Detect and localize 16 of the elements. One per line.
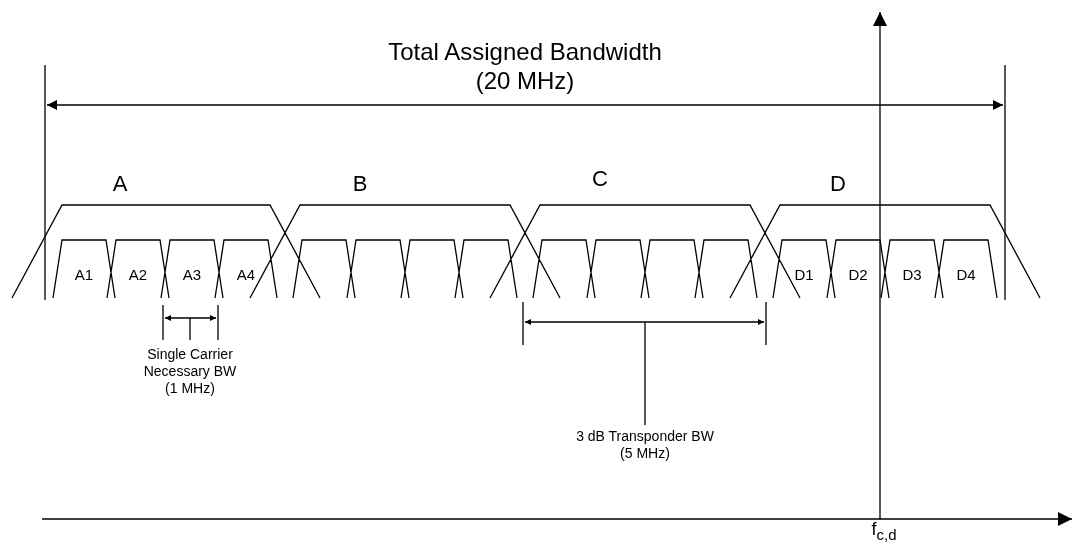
band-label: D [830, 171, 846, 198]
dimension-label: Single Carrier Necessary BW (1 MHz) [142, 346, 238, 397]
carrier-label: D1 [794, 266, 814, 284]
dimension-label: Total Assigned Bandwidth (20 MHz) [387, 38, 663, 96]
carrier-label: D2 [848, 266, 868, 284]
carrier-label: A1 [74, 266, 94, 284]
carrier-label: D3 [902, 266, 922, 284]
carrier-label: A3 [182, 266, 202, 284]
band-label: B [352, 171, 368, 198]
carrier-label: D4 [956, 266, 976, 284]
band-label: A [112, 171, 128, 198]
axis-label: f$_{c,d}$ [871, 520, 897, 542]
band-label: C [592, 166, 608, 193]
dimension-label: 3 dB Transponder BW (5 MHz) [575, 428, 715, 462]
carrier-label: A4 [236, 266, 256, 284]
carrier-label: A2 [128, 266, 148, 284]
